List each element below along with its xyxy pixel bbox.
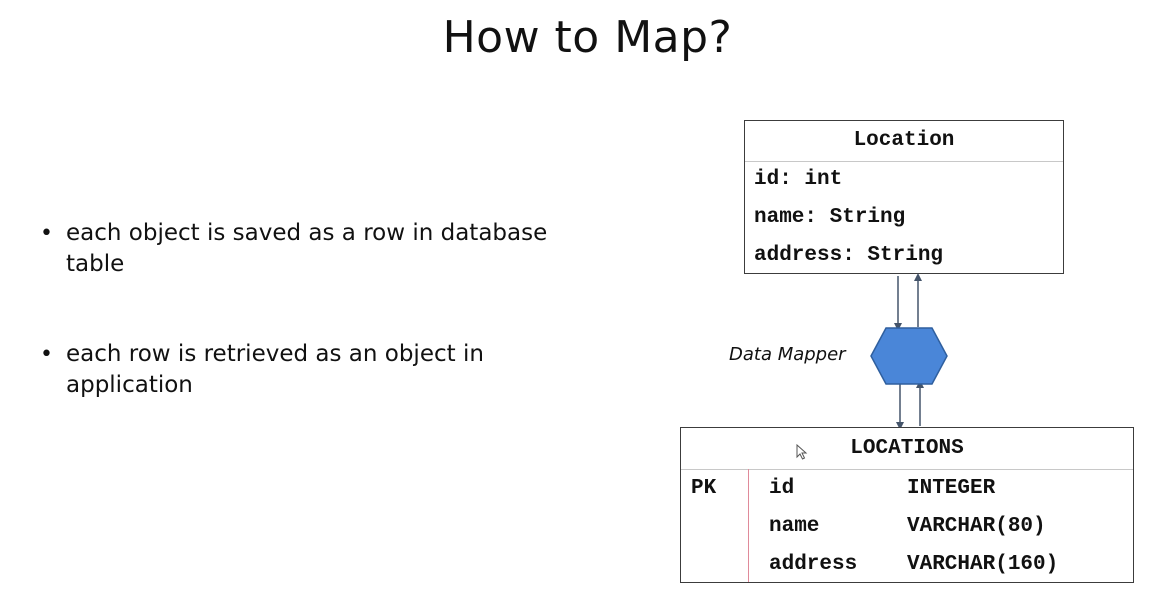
table-name: LOCATIONS (681, 428, 1133, 470)
bullet-dot-icon: • (40, 342, 53, 367)
data-mapper-hexagon (870, 327, 948, 385)
class-box-location: Location id: int name: String address: S… (744, 120, 1064, 274)
table-row: address VARCHAR(160) (681, 546, 1133, 584)
table-key-cell: PK (691, 477, 717, 500)
bullet-dot-icon: • (40, 221, 53, 246)
slide-title: How to Map? (442, 12, 733, 63)
bullet-text: each object is saved as a row in databas… (66, 220, 548, 277)
class-attribute: name: String (754, 206, 906, 229)
bullet-item: • each row is retrieved as an object in … (40, 339, 600, 401)
table-row: PK id INTEGER (681, 470, 1133, 508)
class-name: Location (745, 121, 1063, 162)
mouse-pointer-icon (796, 444, 808, 460)
table-column-cell: name (769, 515, 820, 538)
table-box-locations: LOCATIONS PK id INTEGER name VARCHAR(80)… (680, 427, 1134, 583)
bullet-item: • each object is saved as a row in datab… (40, 218, 600, 280)
table-column-cell: id (769, 477, 795, 500)
pk-column-divider (748, 469, 749, 582)
bullet-text: each row is retrieved as an object in ap… (66, 341, 484, 398)
bullet-list: • each object is saved as a row in datab… (40, 218, 600, 401)
class-attribute: id: int (754, 168, 843, 191)
table-type-cell: VARCHAR(160) (907, 553, 1059, 576)
data-mapper-label: Data Mapper (729, 344, 846, 365)
table-row: name VARCHAR(80) (681, 508, 1133, 546)
table-type-cell: VARCHAR(80) (907, 515, 1046, 538)
table-column-cell: address (769, 553, 858, 576)
class-attribute: address: String (754, 244, 944, 267)
table-type-cell: INTEGER (907, 477, 996, 500)
